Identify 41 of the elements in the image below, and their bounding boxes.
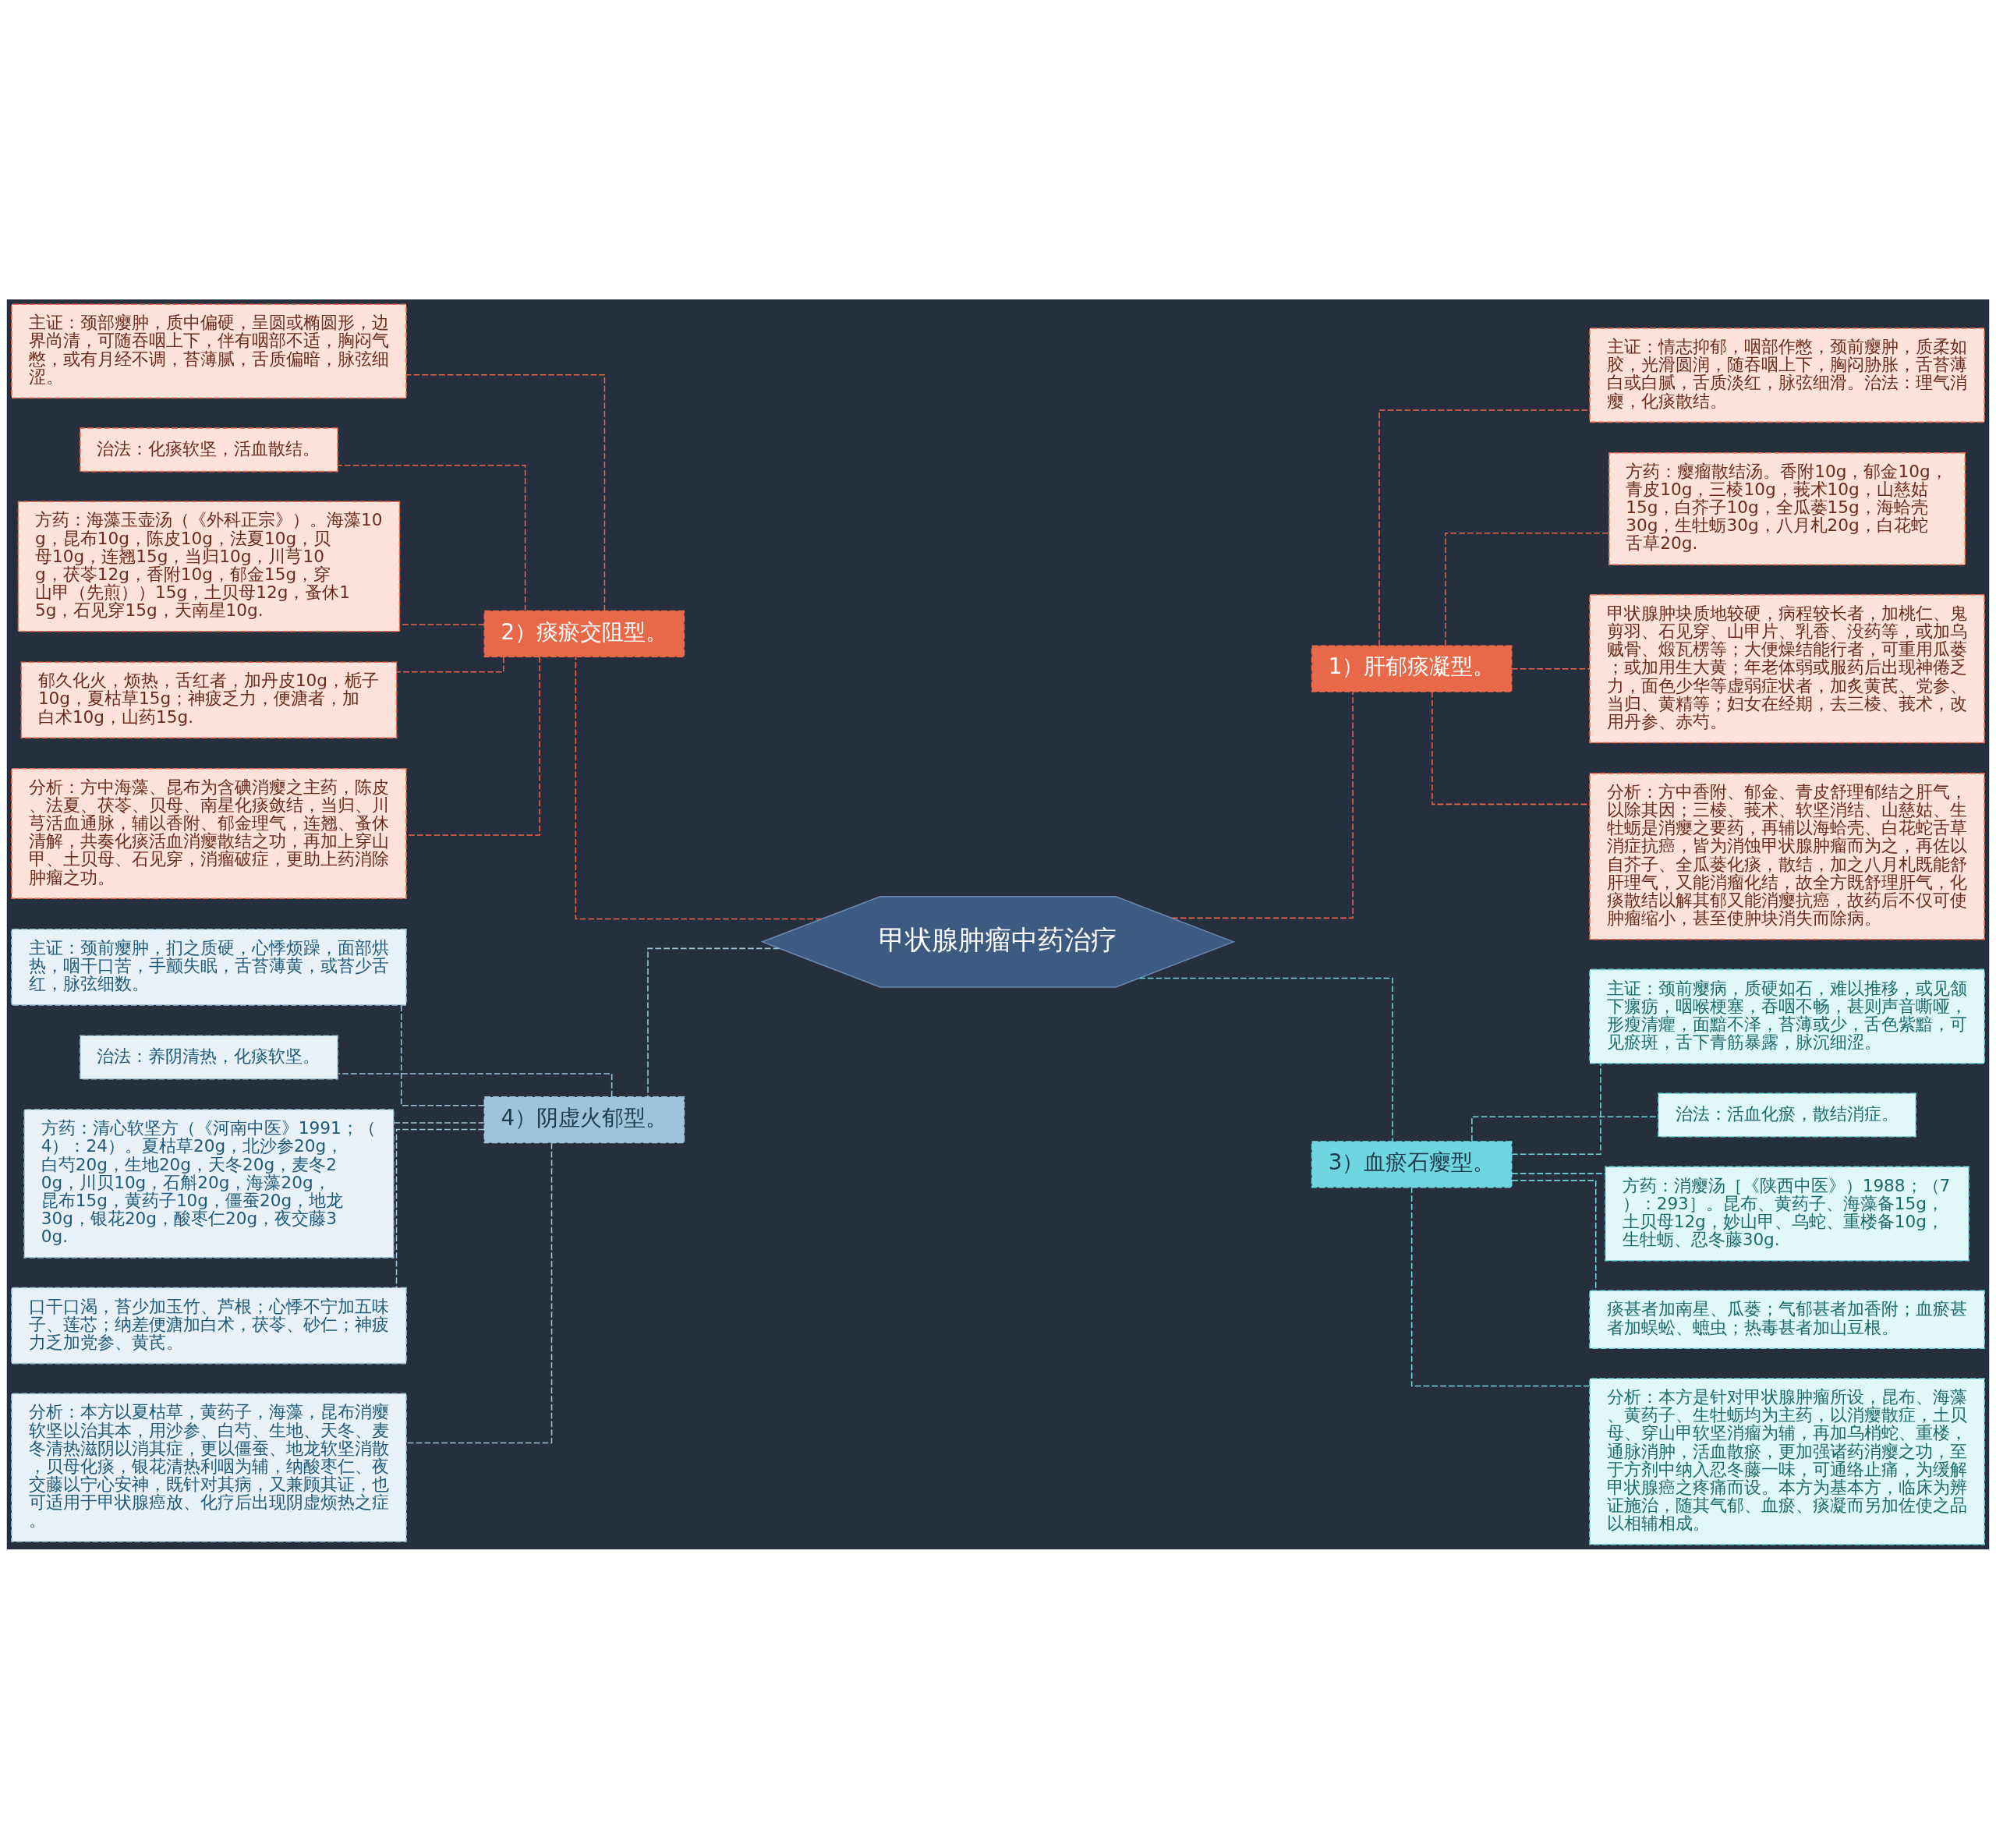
connector — [405, 373, 606, 611]
node-box: 分析：方中海藻、昆布为含碘消瘿之主药，陈皮、法夏、茯苓、贝母、南星化痰敛结，当归、川芎活血通脉，辅以香附、郁金理气，连翘、蚤休清解，共奏化痰活血消瘿散结之功，再加上穿山甲、土贝母、石见穿，消瘤破症，更助上药消除肿瘤之功。 — [11, 767, 407, 899]
connector — [400, 1004, 485, 1106]
node-box: 主证：情志抑郁，咽部作憋，颈前瘿肿，质柔如胶，光滑圆润，随吞咽上下，胸闷胁胀，舌苔薄白或白腻，舌质淡红，脉弦细滑。治法：理气消瘿，化痰散结。 — [1589, 327, 1985, 423]
connector — [1511, 667, 1591, 669]
connector — [1511, 1172, 1606, 1174]
node-box: 郁久化火，烦热，舌红者，加丹皮10g，栀子10g，夏枯草15g；神疲乏力，便溏者，加白术10g，山药15g. — [20, 660, 398, 738]
node-box: 治法：化痰软坚，活血散结。 — [80, 427, 338, 472]
connector — [395, 1128, 485, 1288]
node-box: 甲状腺肿块质地较硬，病程较长者，加桃仁、鬼剪羽、石见穿、山甲片、乳香、没药等，或加乌贼骨、煅瓦楞等；大便燥结能行者，可重用瓜蒌；或加用生大黄；年老体弱或服药后出现神倦乏力，面色少华等虚弱症状者，加炙黄芪、党参、当归、黄精等；妇女在经期，去三棱、莪术，改用丹参、赤芍。 — [1589, 593, 1985, 743]
connector — [405, 1142, 553, 1443]
node-box: 1）肝郁痰凝型。 — [1311, 645, 1513, 692]
node-box: 2）痰瘀交阻型。 — [483, 610, 685, 657]
node-box: 方药：瘿瘤散结汤。香附10g，郁金10g，青皮10g，三棱10g，莪术10g，山慈姑15g，白芥子10g，全瓜蒌15g，海蛤壳30g，生牡蛎30g，八月札20g，白花蛇舌草20g. — [1608, 451, 1966, 565]
connector — [393, 1121, 485, 1124]
connector — [337, 464, 526, 611]
node-box: 主证：颈前瘿肿，扪之质硬，心悸烦躁，面部烘热，咽干口苦，手颤失眠，舌苔薄黄，或苔少舌红，脉弦细数。 — [11, 928, 407, 1006]
node-box: 口干口渴，苔少加玉竹、芦根；心悸不宁加五味子、莲芯；纳差便溏加白术，茯苓、砂仁；神疲力乏加党参、黄芪。 — [11, 1287, 407, 1364]
connector — [1445, 532, 1610, 646]
node-box: 痰甚者加南星、瓜蒌；气郁甚者加香附；血瘀甚者加蜈蚣、蟅虫；热毒甚者加山豆根。 — [1589, 1290, 1985, 1349]
node-box: 主证：颈部瘿肿，质中偏硬，呈圆或椭圆形，边界尚清，可随吞咽上下，伴有咽部不适，胸闷气憋，或有月经不调，苔薄腻，舌质偏暗，脉弦细涩。 — [11, 303, 407, 398]
node-box: 分析：本方以夏枯草，黄药子，海藻，昆布消瘿软坚以治其本，用沙参、白芍、生地、天冬、麦冬清热滋阴以消其症，更以僵蚕、地龙软坚消散，贝母化痰，银花清热利咽为辅，纳酸枣仁、夜交藤以宁心安神，既针对其病，又兼顾其证，也可适用于甲状腺癌放、化疗后出现阴虚烦热之症。 — [11, 1392, 407, 1542]
node-box: 治法：活血化瘀，散结消症。 — [1658, 1092, 1916, 1138]
node-box: 方药：海藻玉壶汤（《外科正宗》）。海藻10g，昆布10g，陈皮10g，法夏10g，贝母10g，连翘15g，当归10g，川芎10g，茯苓12g，香附10g，郁金15g，穿山甲（先煎））15g，土贝母12g，蚤休15g，石见穿15g，天南星10g. — [17, 500, 401, 632]
node-box: 分析：方中香附、郁金、青皮舒理郁结之肝气，以除其因；三棱、莪术、软坚消结、山慈姑、生牡蛎是消瘿之要药，再辅以海蛤壳、白花蛇舌草消症抗癌，皆为消蚀甲状腺肿瘤而为之，再佐以自芥子、全瓜蒌化痰，散结，加之八月札既能舒肝理气，又能消瘤化结，故全方既舒理肝气，化痰散结以解其郁又能消瘿抗癌，故药后不仅可使肿瘤缩小，甚至使肿块消失而除病。 — [1589, 772, 1985, 940]
node-box: 3）血瘀石瘿型。 — [1311, 1140, 1513, 1188]
connector — [647, 947, 780, 1097]
node-box: 主证：颈前瘿病，质硬如石，难以推移，或见颔下瘰疬，咽喉梗塞，吞咽不畅，甚则声音嘶哑，形瘦清癯，面黯不泽，苔薄或少，舌色紫黯，可见瘀斑，舌下青筋暴露，脉沉细涩。 — [1589, 968, 1985, 1064]
node-box: 方药：消瘿汤［《陕西中医》）1988；（7）：293］。昆布、黄药子、海藻备15g，土贝母12g，妙山甲、乌蛇、重楼备10g，生牡蛎、忍冬藤30g. — [1605, 1166, 1969, 1261]
connector — [575, 656, 823, 919]
node-box: 方药：清心软坚方（《河南中医》1991；（4）：24）。夏枯草20g，北沙参20g，白芍20g，生地20g，天冬20g，麦冬20g，川贝10g，石斛20g，海藻20g，昆布15g，黄药子10g，僵蚕20g，地龙30g，银花20g，酸枣仁20g，夜交藤30g. — [23, 1108, 395, 1259]
connector — [1138, 977, 1393, 1142]
connector — [396, 656, 504, 673]
connector — [1171, 690, 1354, 919]
connector — [1432, 690, 1591, 805]
connector — [337, 1072, 613, 1097]
node-box: 4）阴虚火郁型。 — [483, 1096, 685, 1143]
node-box: 分析：本方是针对甲状腺肿瘤所设，昆布、海藻、黄药子、生牡蛎均为主药，以消瘿散症，土贝母、穿山甲软坚消瘤为辅，再加乌梢蛇、重楼，通脉消肿，活血散瘀，更加强诸药消瘿之功，至于方剂中纳入忍冬藤一味，可通络止痛，为缓解甲状腺癌之疼痛而设。本方为基本方，临床为辨证施治，随其气郁、血瘀、痰凝而另加佐使之品以相辅相成。 — [1589, 1377, 1985, 1545]
connector — [1511, 1062, 1601, 1155]
connector — [1410, 1186, 1591, 1386]
node-box: 治法：养阴清热，化痰软坚。 — [80, 1034, 338, 1079]
